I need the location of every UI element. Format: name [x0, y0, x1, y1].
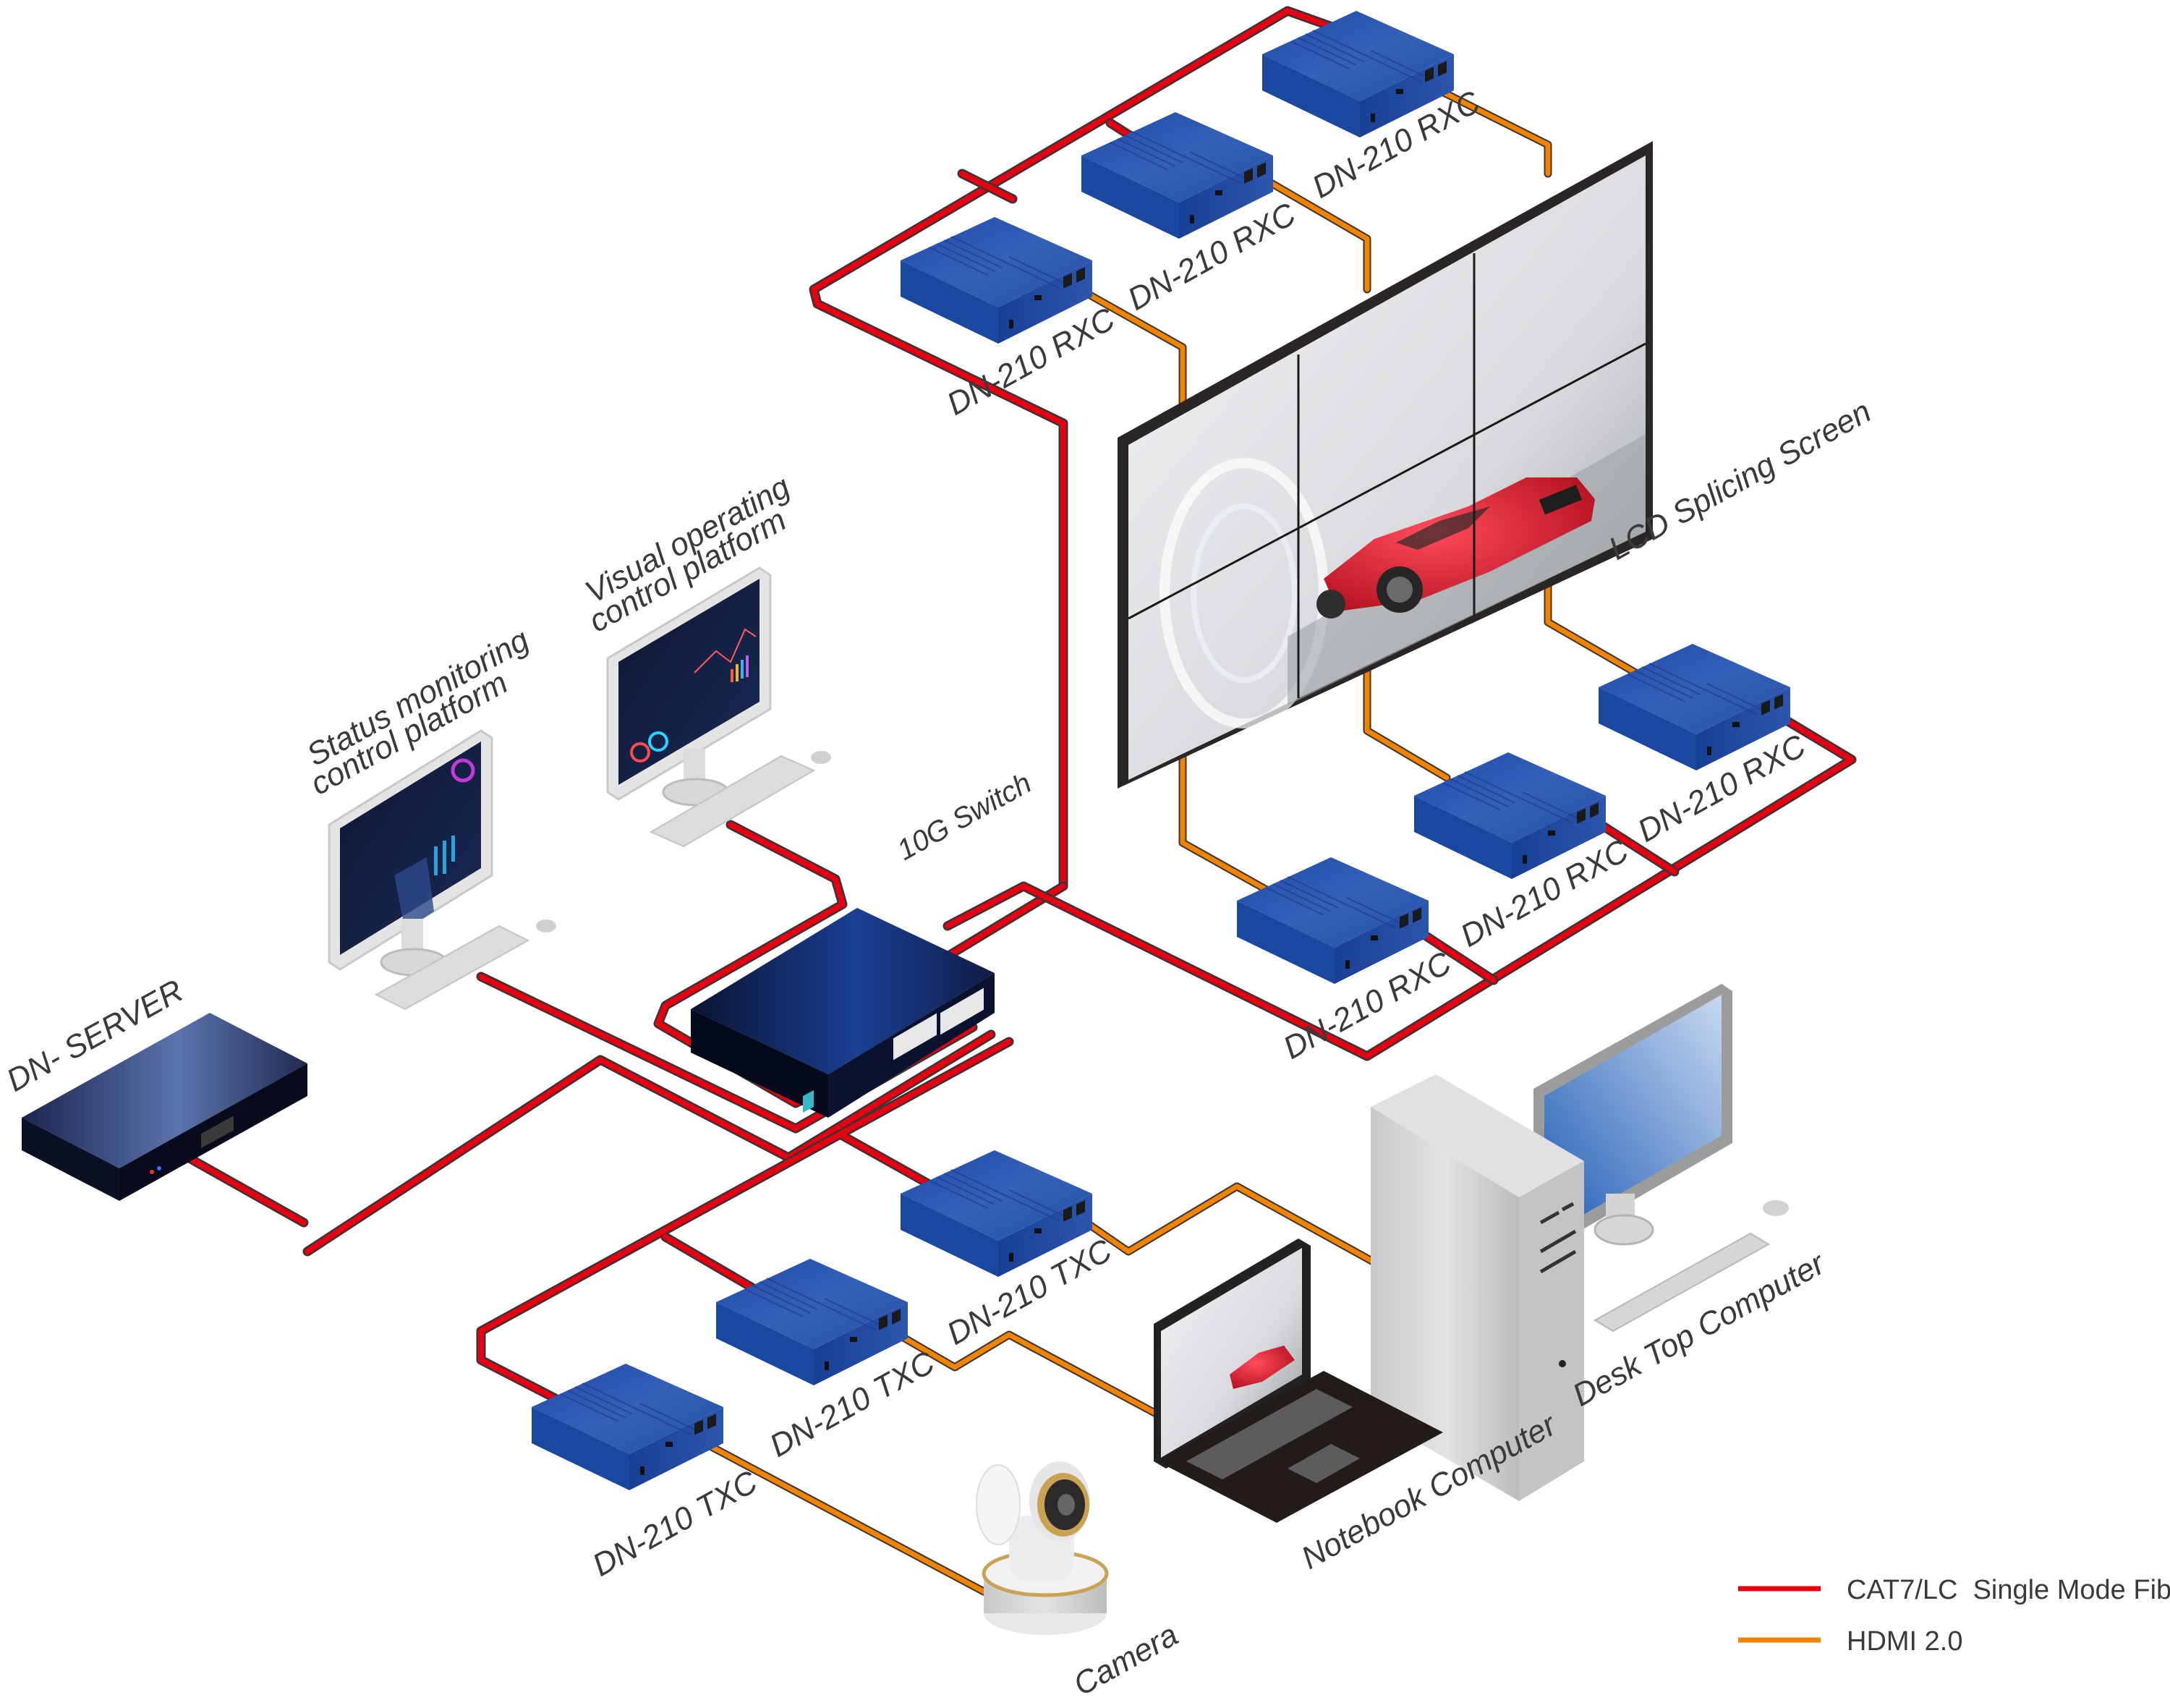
notebook-computer [1154, 1238, 1443, 1523]
car-image [1316, 477, 1595, 619]
transmitter-dn210-txc-2 [715, 1258, 909, 1386]
camera [976, 1461, 1109, 1635]
desktop-computer [1371, 984, 1789, 1501]
mouse-icon [536, 919, 556, 932]
switch-label: 10G Switch [892, 767, 1037, 867]
status-monitoring-workstation [328, 729, 556, 1011]
lcd-splicing-screen [1118, 141, 1653, 789]
switch-ports [893, 987, 984, 1061]
legend-item-hdmi: HDMI 2.0 [1738, 1626, 1962, 1657]
switch-10g [691, 908, 995, 1118]
keyboard-icon [374, 925, 530, 1011]
keyboard-icon [649, 755, 816, 848]
legend-label-hdmi: HDMI 2.0 [1847, 1626, 1962, 1657]
receiver-dn210-rxc-4 [1236, 857, 1429, 985]
mouse-icon [811, 751, 831, 764]
camera-label: Camera [1068, 1617, 1184, 1703]
legend-label-fiber: CAT7/LC Single Mode Fiber [1847, 1575, 2170, 1605]
legend: CAT7/LC Single Mode Fiber HDMI 2.0 [1738, 1575, 2170, 1657]
fiber-switch-bundle [183, 820, 996, 1257]
danacoid-logo-icon [803, 1090, 814, 1113]
dn-server [22, 1013, 307, 1201]
transmitter-dn210-txc-3 [531, 1363, 724, 1491]
mouse-icon [1763, 1200, 1789, 1216]
fiber-transmitter-tree [476, 1037, 1014, 1423]
keyboard-icon [1594, 1232, 1770, 1333]
visual-operating-workstation [606, 566, 831, 848]
hdmi-cables [694, 75, 1646, 1596]
legend-item-fiber: CAT7/LC Single Mode Fiber [1738, 1575, 2170, 1605]
